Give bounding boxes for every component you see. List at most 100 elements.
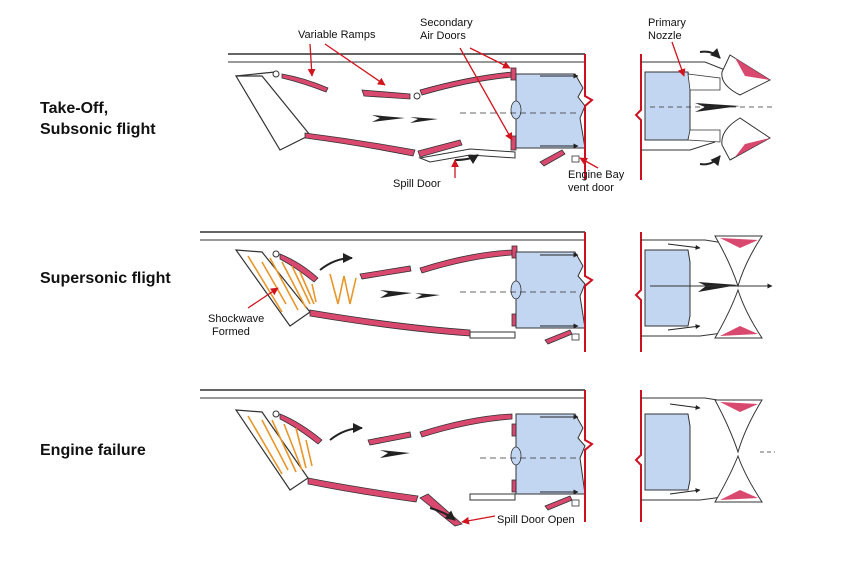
variable-ramp-rear <box>367 431 412 446</box>
firewall-front <box>584 54 594 180</box>
label-engine-bay-vent-line2: vent door <box>568 182 614 194</box>
intake-floor <box>469 331 516 339</box>
ramp-hinge <box>272 250 280 258</box>
callout-primary-nozzle-arrow <box>671 41 686 77</box>
bypass-arrow <box>667 243 701 250</box>
row-label-takeoff: Take-Off, Subsonic flight <box>40 98 156 140</box>
nacelle-upper <box>641 61 731 73</box>
intake-lower-lip <box>234 409 309 491</box>
callout-secondary-doors-arrow <box>459 47 513 141</box>
secondary-air-door-upper <box>510 67 517 81</box>
callout-variable-ramps-arrow <box>307 43 316 77</box>
primary-nozzle-engine <box>644 413 691 491</box>
nacelle-lower <box>641 141 716 151</box>
label-spill-door: Spill Door <box>393 178 441 190</box>
firewall-front <box>584 232 594 352</box>
variable-ramp-front <box>279 253 319 283</box>
bucket-lining-upper <box>720 238 758 248</box>
shockwaves <box>247 415 313 475</box>
flow-arrow <box>410 117 438 123</box>
panel-engine-failure: Spill Door Open <box>200 389 775 527</box>
diffuser-upper-wall <box>419 249 513 274</box>
bucket-lining-lower <box>720 326 758 336</box>
nozzle-bucket-lower <box>714 288 763 339</box>
spill-flow-arrow <box>429 507 456 521</box>
engine-spinner <box>510 280 522 300</box>
firewall-rear <box>634 232 642 352</box>
diffuser-upper-wall <box>419 71 513 96</box>
callout-shockwave-arrow <box>247 287 279 309</box>
variable-ramp-rear <box>359 265 412 280</box>
firewall-rear <box>634 390 642 522</box>
engine-front <box>515 73 586 149</box>
intake-floor <box>418 148 516 163</box>
primary-nozzle-engine <box>644 249 691 327</box>
variable-ramp-rear <box>361 89 411 100</box>
intake-lower-lip <box>234 75 311 151</box>
nozzle-bucket-lower <box>714 454 763 503</box>
flow-arrow <box>372 115 405 122</box>
label-shockwave-line2: Formed <box>212 326 250 338</box>
engine-bay-vent-door <box>544 329 573 345</box>
variable-ramp-front <box>279 413 323 445</box>
bucket-lining-upper <box>720 402 758 412</box>
panel-takeoff: Variable Ramps Secondary Air Doors Prima… <box>228 17 775 194</box>
row-label-engine-failure-line1: Engine failure <box>40 442 146 459</box>
firewall-rear <box>634 54 642 180</box>
nozzle-bucket-upper <box>714 399 763 454</box>
engine-spinner <box>510 446 522 466</box>
row-label-supersonic-line1: Supersonic flight <box>40 270 171 287</box>
secondary-nozzle-lower <box>687 129 721 143</box>
secondary-nozzle-upper <box>687 73 721 91</box>
row-label-takeoff-line1: Take-Off, <box>40 100 109 117</box>
flow-arrow <box>380 290 412 298</box>
intake-ramp-line <box>235 71 276 77</box>
label-secondary-air-doors: Secondary <box>420 17 473 29</box>
bypass-arrow <box>669 488 701 495</box>
bucket-flow-arrow <box>699 48 721 59</box>
engine-front <box>515 251 586 329</box>
exhaust-arrow <box>698 282 738 292</box>
lower-ramp <box>304 132 416 157</box>
diffuser-upper-wall <box>419 413 513 438</box>
flow-arrow <box>319 253 353 271</box>
vent-outlet <box>571 333 580 341</box>
row-label-supersonic: Supersonic flight <box>40 268 171 289</box>
spill-door <box>417 139 463 158</box>
secondary-air-door-lower <box>510 135 517 151</box>
panel-supersonic: Shockwave Formed <box>200 231 773 352</box>
ramp-hinge <box>413 92 421 100</box>
label-spill-door-open: Spill Door Open <box>497 514 575 526</box>
lower-ramp <box>307 477 419 503</box>
ramp-hinge <box>272 70 280 78</box>
flow-arrow <box>415 293 440 299</box>
label-secondary-air-doors-line2: Air Doors <box>420 30 466 42</box>
row-label-engine-failure: Engine failure <box>40 440 146 461</box>
callout-variable-ramps-arrow <box>324 43 386 86</box>
ramp-hinge <box>272 410 280 418</box>
spill-door-open <box>419 493 463 527</box>
lower-ramp <box>309 309 471 337</box>
vent-outlet <box>571 499 580 507</box>
firewall-front <box>584 390 594 522</box>
flow-arrow <box>380 450 410 458</box>
row-label-takeoff-line2: Subsonic flight <box>40 121 156 138</box>
callout-vent-door-arrow <box>579 157 599 169</box>
label-primary-nozzle: Primary <box>648 17 686 29</box>
label-variable-ramps: Variable Ramps <box>298 29 376 41</box>
primary-nozzle-engine <box>644 71 691 141</box>
engine-spinner <box>510 100 522 120</box>
engine-bay-vent-door <box>544 495 573 511</box>
bucket-flow-arrow <box>699 155 721 167</box>
bucket-lining-lower <box>720 490 758 500</box>
callout-spill-door-open-arrow <box>461 515 496 525</box>
label-engine-bay-vent: Engine Bay <box>568 169 625 181</box>
engine-front <box>515 413 586 495</box>
bucket-lining-upper <box>735 58 770 80</box>
exhaust-arrow <box>695 103 740 112</box>
bypass-arrow <box>669 403 701 410</box>
nacelle-upper <box>641 239 731 245</box>
variable-ramp-front <box>281 73 329 93</box>
